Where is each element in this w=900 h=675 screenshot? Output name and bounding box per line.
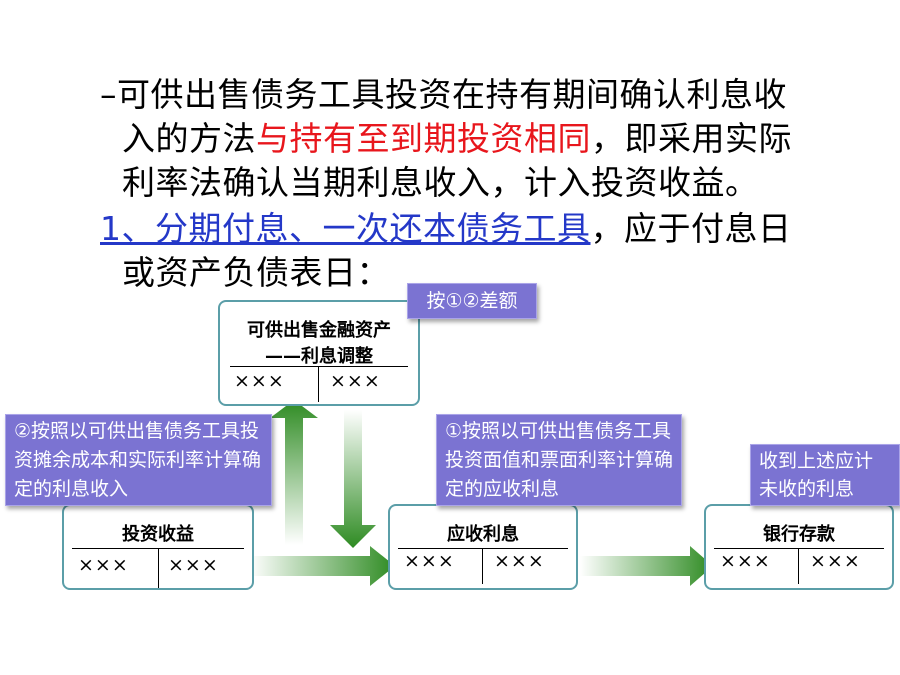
account-bank-deposit: 银行存款 ××× ××× — [704, 504, 894, 590]
income-mid-line — [158, 548, 159, 588]
afs-mid-line — [318, 366, 319, 402]
callout-amortized-interest: ②按照以可供出售债务工具投资摊余成本和实际利率计算确定的利息收入 — [5, 414, 272, 506]
text-line-2a: 入的方法 — [122, 119, 256, 158]
afs-top-line — [230, 366, 408, 367]
income-title: 投资收益 — [122, 524, 194, 545]
arrow-down — [330, 410, 376, 548]
arrow-right-2 — [580, 546, 713, 586]
bank-debit: ××× — [720, 550, 771, 572]
income-debit: ××× — [78, 554, 129, 576]
callout-difference: 按①②差额 — [407, 283, 537, 319]
arrow-right-1 — [250, 546, 395, 586]
receivable-debit: ××× — [404, 550, 455, 572]
bank-title: 银行存款 — [763, 524, 835, 545]
afs-title-1: 可供出售金融资产 — [247, 320, 391, 341]
account-afs-interest-adjustment: 可供出售金融资产 ——利息调整 ××× ××× — [218, 300, 420, 406]
callout-bank-receipt: 收到上述应计未收的利息 — [750, 444, 900, 506]
afs-credit: ××× — [330, 370, 381, 392]
text-line-1: –可供出售债务工具投资在持有期间确认利息收 — [100, 75, 787, 114]
text-line-4b: ，应于付息日 — [590, 209, 792, 248]
receivable-mid-line — [482, 548, 483, 584]
arrow-up — [270, 400, 318, 545]
account-interest-receivable: 应收利息 ××× ××× — [388, 504, 578, 590]
text-line-5: 或资产负债表日： — [122, 253, 390, 292]
highlight-same-as-htm: 与持有至到期投资相同 — [256, 119, 591, 158]
text-line-2: 入的方法与持有至到期投资相同，即采用实际 — [122, 117, 792, 161]
bank-credit: ××× — [810, 550, 861, 572]
text-line-3: 利率法确认当期利息收入，计入投资收益。 — [122, 163, 759, 202]
link-installment-debt[interactable]: 1、分期付息、一次还本债务工具 — [100, 209, 591, 248]
income-credit: ××× — [168, 554, 219, 576]
text-line-2b: ，即采用实际 — [591, 119, 792, 158]
bank-mid-line — [798, 548, 799, 584]
text-line-4: 1、分期付息、一次还本债务工具，应于付息日 — [100, 207, 792, 251]
receivable-top-line — [398, 548, 568, 549]
afs-title-2: ——利息调整 — [265, 346, 373, 367]
callout-face-interest: ①按照以可供出售债务工具投资面值和票面利率计算确定的应收利息 — [436, 414, 682, 506]
afs-debit: ××× — [234, 370, 285, 392]
receivable-credit: ××× — [494, 550, 545, 572]
receivable-title: 应收利息 — [447, 524, 519, 545]
account-investment-income: 投资收益 ××× ××× — [62, 504, 254, 590]
bank-top-line — [714, 548, 884, 549]
